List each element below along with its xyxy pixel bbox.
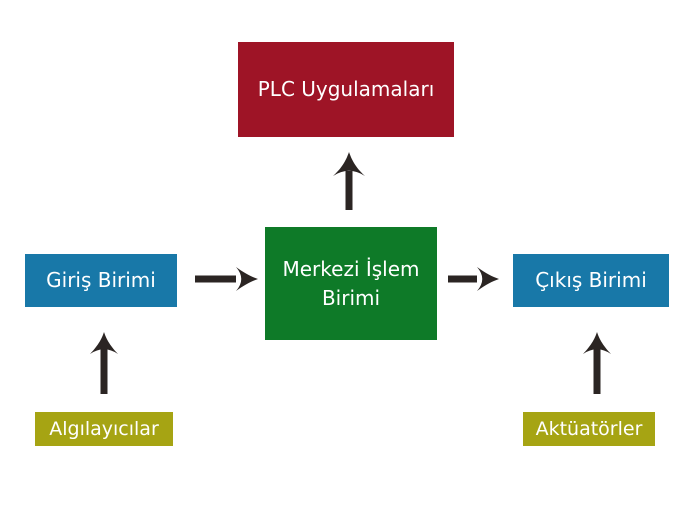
node-actuators: Aktüatörler (523, 412, 655, 446)
arrow-sensors-to-input (90, 332, 118, 394)
node-plc-applications: PLC Uygulamaları (238, 42, 454, 137)
arrow-actuators-to-output (583, 332, 611, 394)
node-input-unit: Giriş Birimi (25, 254, 177, 307)
arrow-cpu-to-plc (333, 152, 365, 210)
node-central-processing-unit: Merkezi İşlem Birimi (265, 227, 437, 340)
arrow-cpu-to-output (448, 267, 499, 291)
arrow-input-to-cpu (195, 267, 258, 291)
node-sensors: Algılayıcılar (35, 412, 173, 446)
node-output-unit: Çıkış Birimi (513, 254, 669, 307)
